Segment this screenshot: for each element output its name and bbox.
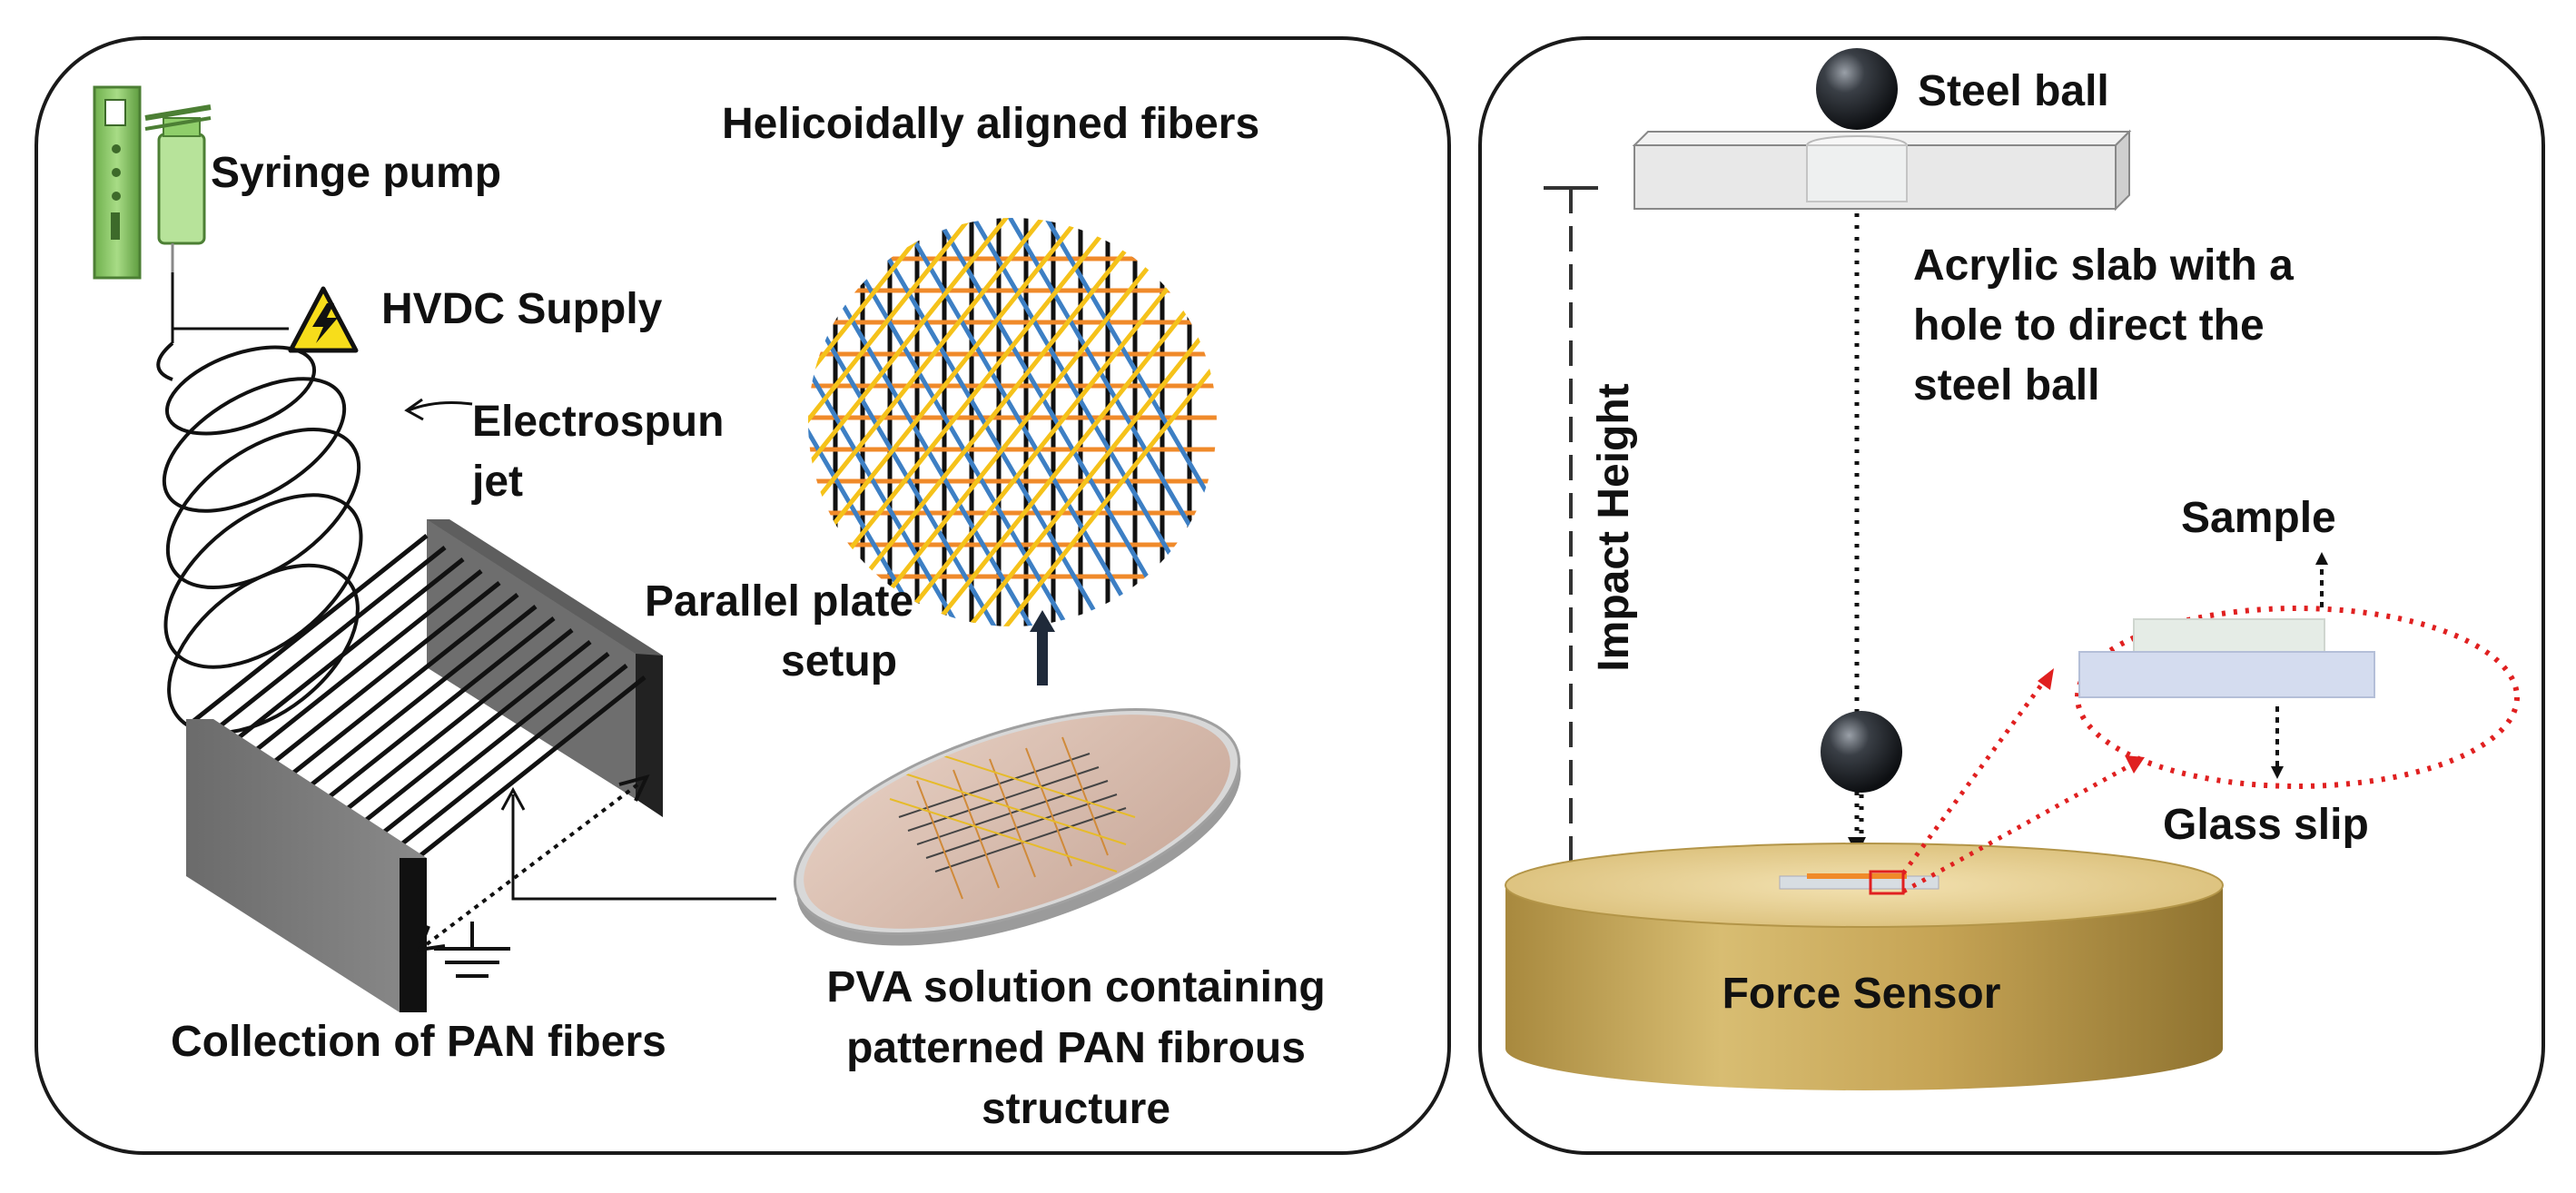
- syringe-pump-icon: [93, 85, 212, 280]
- high-voltage-icon: [288, 286, 359, 353]
- sample-layer: [2133, 618, 2325, 655]
- syringe-pump-label: Syringe pump: [211, 149, 502, 197]
- helicoidal-title: Helicoidally aligned fibers: [722, 100, 1260, 148]
- pva-label-3: structure: [981, 1085, 1171, 1133]
- acrylic-label-1: Acrylic slab with a: [1913, 242, 2294, 290]
- left-panel: [35, 36, 1451, 1155]
- impact-height-label: Impact Height: [1590, 383, 1638, 672]
- steel-ball-top: [1816, 48, 1898, 130]
- pva-label-1: PVA solution containing: [826, 963, 1326, 1011]
- zoom-lines: [1900, 675, 2140, 894]
- helicoidal-fiber-pattern: [808, 218, 1217, 626]
- jet-pointer-arrow: [404, 398, 473, 421]
- pva-label-2: patterned PAN fibrous: [846, 1024, 1306, 1072]
- electrospun-label-1: Electrospun: [472, 398, 725, 446]
- ground-icon: [434, 922, 510, 978]
- parallel-plate-label-2: setup: [781, 637, 898, 685]
- transfer-arrow: [500, 786, 776, 901]
- zoom-ellipse: [2075, 606, 2520, 789]
- electrospun-jet: [156, 341, 363, 735]
- electrospun-label-2: jet: [472, 458, 524, 506]
- steel-ball-bottom: [1821, 711, 1902, 793]
- collection-label: Collection of PAN fibers: [171, 1018, 666, 1066]
- parallel-plate-collector: [186, 519, 663, 1012]
- sample-label: Sample: [2181, 494, 2336, 542]
- acrylic-label-2: hole to direct the: [1913, 301, 2265, 350]
- steel-ball-label: Steel ball: [1918, 67, 2109, 115]
- acrylic-label-3: steel ball: [1913, 361, 2100, 409]
- parallel-plate-label-1: Parallel plate: [645, 577, 914, 626]
- petri-dish: [794, 707, 1241, 946]
- force-sensor: [1505, 843, 2224, 1090]
- glass-slip-label: Glass slip: [2163, 801, 2369, 849]
- up-arrow: [1030, 610, 1055, 685]
- glass-slip-layer: [2078, 651, 2375, 698]
- plate-gap-arrow: [416, 774, 650, 952]
- hvdc-supply-label: HVDC Supply: [381, 285, 663, 333]
- acrylic-slab: [1632, 129, 2132, 212]
- force-sensor-label: Force Sensor: [1722, 970, 2001, 1018]
